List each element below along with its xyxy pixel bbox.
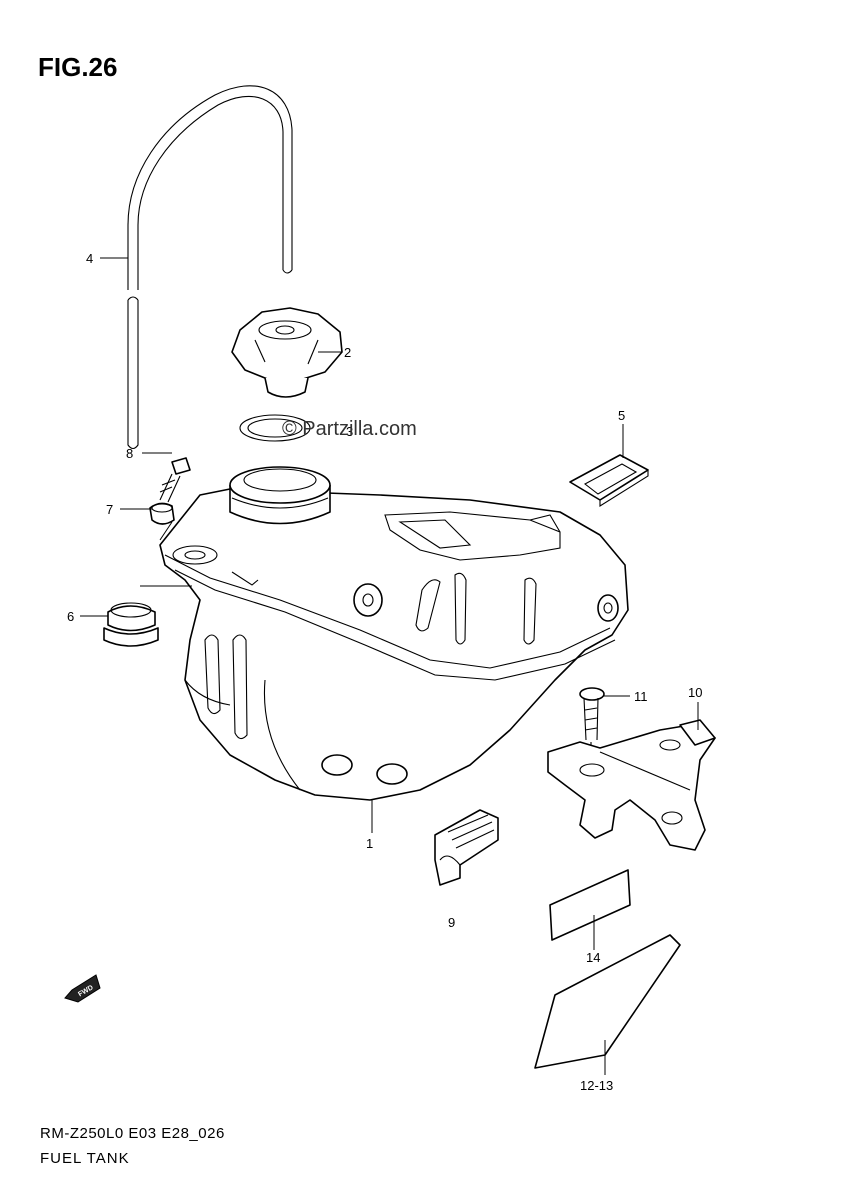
- callout-8[interactable]: 8: [126, 446, 133, 461]
- callout-5[interactable]: 5: [618, 408, 625, 423]
- fuel-cap[interactable]: [231, 307, 343, 398]
- label-12-13[interactable]: [534, 934, 681, 1069]
- callouts: 4 2 3 5 8 7 6 1 11 10 9 14 12-13: [67, 251, 702, 1093]
- leader-lines: [80, 257, 699, 1075]
- cap-gasket[interactable]: [239, 414, 311, 442]
- fuel-tank[interactable]: [159, 466, 629, 801]
- figure-title: FIG.26: [38, 52, 118, 82]
- callout-12-13[interactable]: 12-13: [580, 1078, 613, 1093]
- callout-2[interactable]: 2: [344, 345, 351, 360]
- breather-hose[interactable]: [127, 85, 293, 450]
- callout-6[interactable]: 6: [67, 609, 74, 624]
- tank-clip[interactable]: [569, 454, 649, 507]
- callout-14[interactable]: 14: [586, 950, 600, 965]
- callout-4[interactable]: 4: [86, 251, 93, 266]
- pad-9[interactable]: [434, 809, 499, 886]
- model-code: RM-Z250L0 E03 E28_026: [40, 1125, 225, 1142]
- section-name: FUEL TANK: [40, 1150, 130, 1167]
- tank-bracket[interactable]: [547, 719, 716, 851]
- watermark: © Partzilla.com: [282, 418, 417, 440]
- bolt-11[interactable]: [579, 687, 605, 770]
- bolt-8[interactable]: [159, 457, 191, 503]
- callout-10[interactable]: 10: [688, 685, 702, 700]
- collar-7[interactable]: [149, 502, 175, 525]
- label-14[interactable]: [549, 869, 631, 941]
- callout-9[interactable]: 9: [448, 915, 455, 930]
- cushion-6[interactable]: [103, 602, 159, 647]
- callout-1[interactable]: 1: [366, 836, 373, 851]
- callout-3[interactable]: 3: [346, 424, 353, 439]
- callout-7[interactable]: 7: [106, 502, 113, 517]
- forward-arrow-icon: FWD: [64, 974, 101, 1003]
- callout-11[interactable]: 11: [634, 689, 648, 704]
